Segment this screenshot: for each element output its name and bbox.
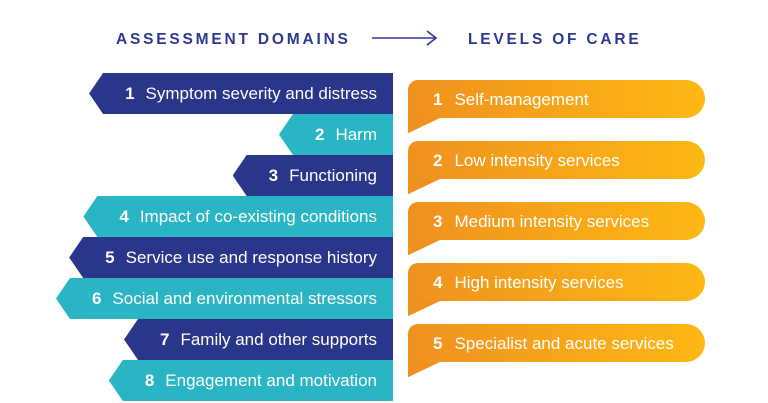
level-label: Low intensity services: [454, 150, 620, 170]
level-label: Medium intensity services: [454, 211, 650, 231]
domain-label: Social and environmental stressors: [112, 289, 377, 308]
assessment-domains-list: 1 Symptom severity and distress 2 Harm 3…: [55, 73, 393, 401]
level-of-care-item: 4 High intensity services: [408, 263, 705, 301]
domain-label: Family and other supports: [180, 330, 377, 349]
domain-number: 2: [314, 125, 325, 144]
domain-number: 4: [119, 207, 129, 226]
long-right-arrow-icon: [372, 30, 438, 46]
domain-label: Engagement and motivation: [165, 371, 377, 390]
level-number: 5: [433, 333, 443, 353]
level-of-care-item: 3 Medium intensity services: [408, 202, 705, 240]
level-of-care-item: 2 Low intensity services: [408, 141, 705, 179]
assessment-domains-title: ASSESSMENT DOMAINS: [116, 31, 351, 48]
domain-number: 7: [159, 330, 170, 349]
level-number: 3: [433, 211, 443, 231]
level-of-care-item: 1 Self-management: [408, 80, 705, 118]
domain-number: 3: [268, 166, 279, 185]
domain-number: 5: [105, 248, 115, 267]
level-number: 4: [433, 272, 443, 292]
domain-label: Service use and response history: [125, 248, 377, 267]
domain-label: Symptom severity and distress: [145, 84, 377, 103]
domain-number: 1: [125, 84, 135, 103]
assessment-domain-item: 5 Service use and response history: [69, 237, 393, 278]
assessment-domain-item: 3 Functioning: [232, 155, 393, 196]
domain-label: Harm: [335, 125, 377, 144]
level-label: Specialist and acute services: [454, 333, 674, 353]
assessment-domain-item: 1 Symptom severity and distress: [89, 73, 393, 114]
domain-number: 8: [144, 371, 155, 390]
level-number: 1: [433, 89, 443, 109]
level-of-care-item: 5 Specialist and acute services: [408, 324, 705, 362]
assessment-domain-item: 4 Impact of co-existing conditions: [83, 196, 393, 237]
level-label: High intensity services: [454, 272, 624, 292]
assessment-domain-item: 8 Engagement and motivation: [108, 360, 393, 401]
domain-label: Functioning: [289, 166, 377, 185]
levels-of-care-list: 1 Self-management 2 Low intensity servic…: [408, 80, 705, 385]
domain-number: 6: [91, 289, 102, 308]
assessment-domain-item: 6 Social and environmental stressors: [55, 278, 393, 319]
level-label: Self-management: [454, 89, 589, 109]
levels-of-care-title: LEVELS OF CARE: [468, 31, 642, 48]
assessment-domain-item: 7 Family and other supports: [123, 319, 393, 360]
domain-label: Impact of co-existing conditions: [139, 207, 377, 226]
level-number: 2: [433, 150, 443, 170]
assessment-domain-item: 2 Harm: [278, 114, 393, 155]
